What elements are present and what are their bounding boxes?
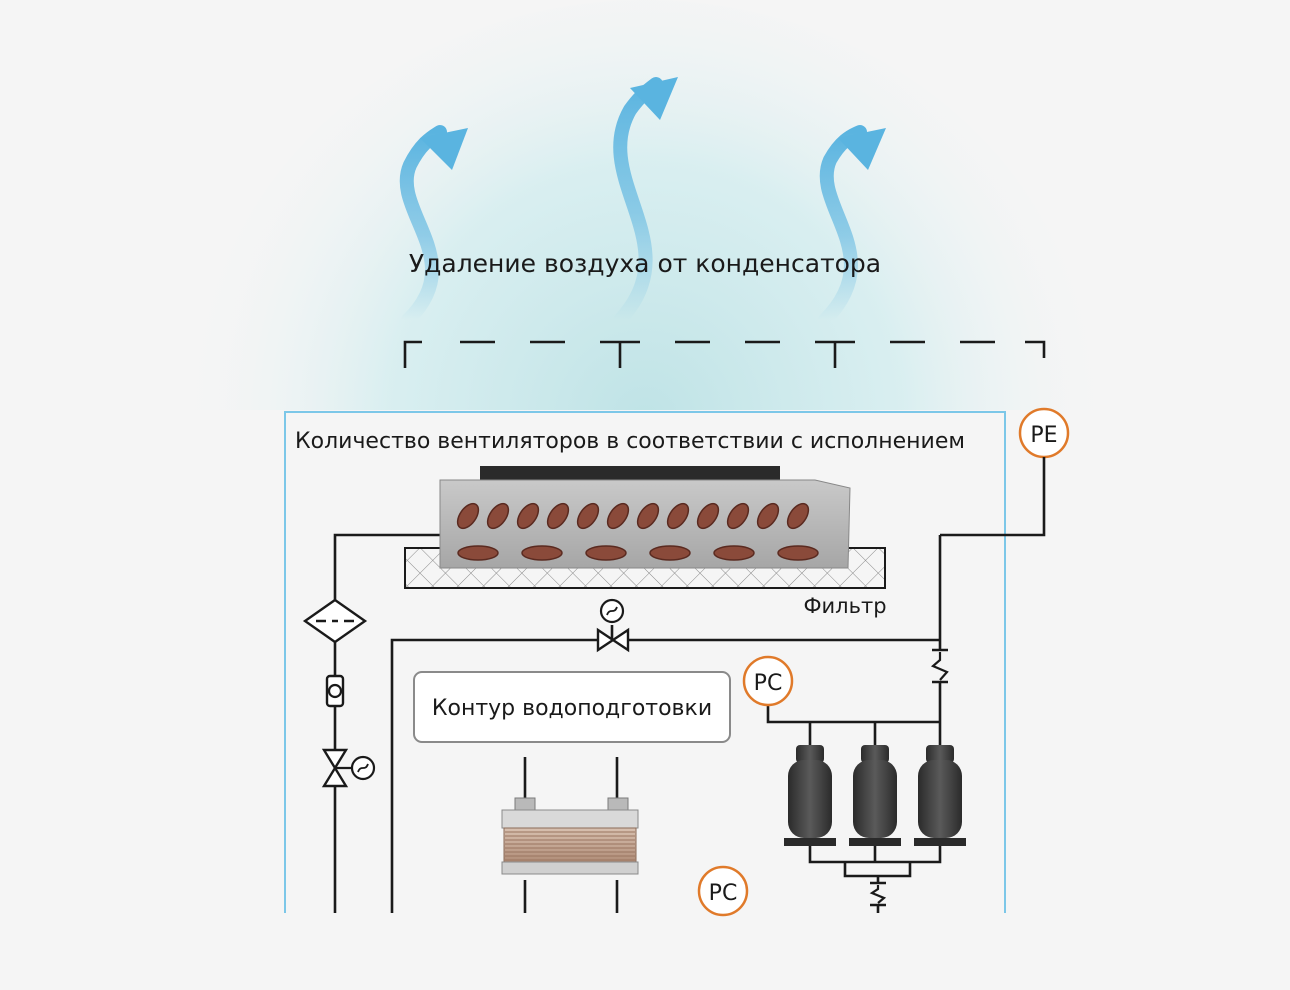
- svg-text:PC: PC: [709, 881, 738, 906]
- solenoid-valve-icon: [321, 748, 376, 788]
- water-treatment-box: Контур водоподготовки: [413, 671, 731, 743]
- pipework: [333, 457, 1046, 913]
- svg-text:PC: PC: [754, 671, 783, 696]
- pe-sensor: PE: [1018, 407, 1070, 459]
- air-flow-arrow: [613, 77, 678, 327]
- solenoid-valve-icon: [596, 598, 630, 653]
- filter-drier-icon: [302, 598, 368, 644]
- air-exhaust-label: Удаление воздуха от конденсатора: [409, 249, 881, 278]
- unit-frame: [284, 411, 1006, 913]
- scroll-compressor-icon: [849, 745, 901, 846]
- dashed-control-line: [403, 340, 1046, 368]
- air-flow-arrow: [399, 125, 468, 327]
- check-valve-icon: [869, 881, 887, 907]
- pc-sensor-top: PC: [742, 655, 794, 707]
- scroll-compressor-icon: [784, 745, 836, 846]
- fans-note: Количество вентиляторов в соответствии с…: [295, 429, 965, 454]
- air-flow-arrow: [818, 125, 886, 327]
- pc-sensor-bottom: PC: [697, 865, 749, 917]
- svg-text:Контур водоподготовки: Контур водоподготовки: [432, 696, 712, 721]
- scroll-compressor-icon: [914, 745, 966, 846]
- air-glow: [195, 0, 1095, 410]
- sight-glass-icon: [325, 674, 345, 708]
- check-valve-icon: [930, 648, 949, 684]
- svg-text:PE: PE: [1030, 423, 1057, 448]
- filter-label: Фильтр: [803, 594, 886, 618]
- condenser-coil: [404, 466, 886, 589]
- plate-heat-exchanger-icon: [501, 797, 639, 875]
